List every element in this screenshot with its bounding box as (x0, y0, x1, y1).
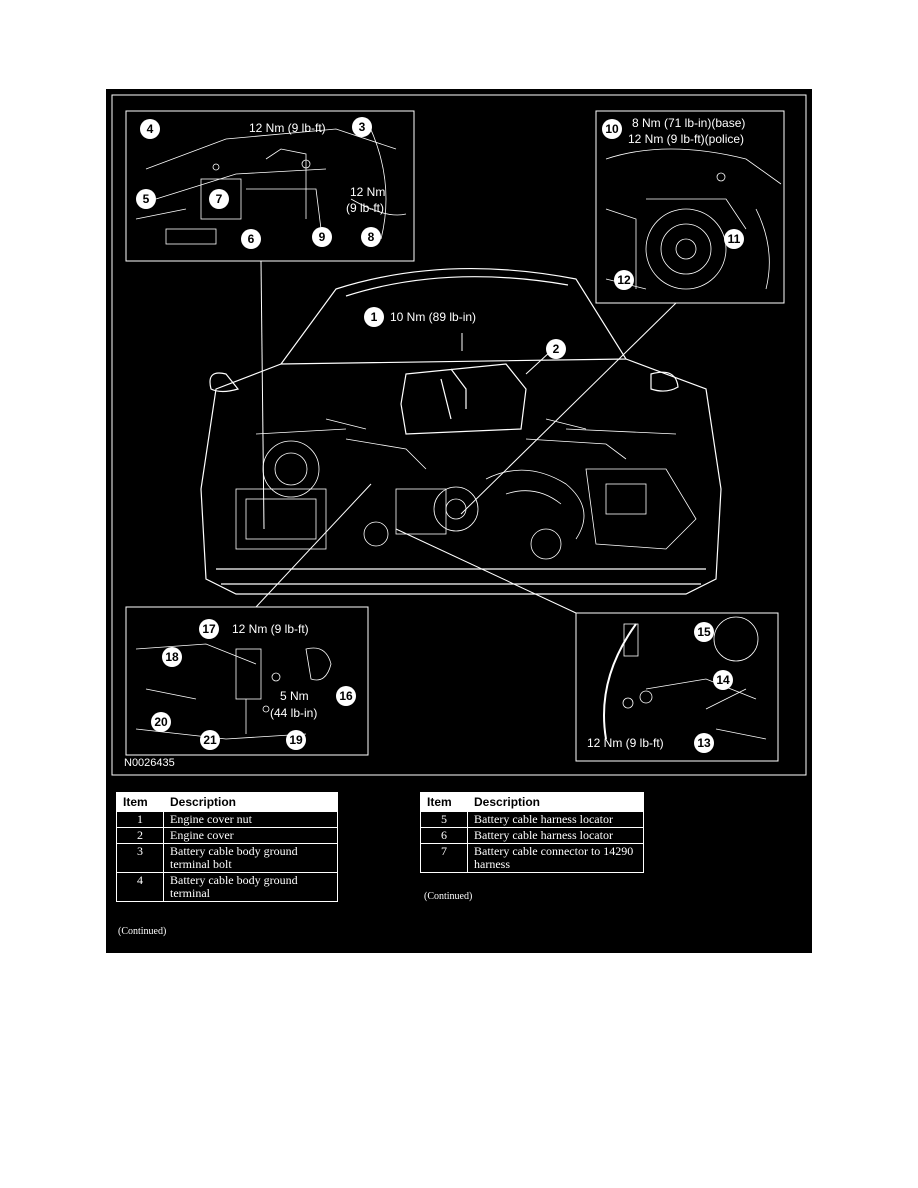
torque-item-10-base: 8 Nm (71 lb-in)(base) (632, 116, 745, 130)
callout-7: 7 (209, 189, 229, 209)
svg-text:14: 14 (716, 673, 730, 687)
vehicle-front-view (200, 268, 722, 595)
svg-text:8: 8 (368, 230, 375, 244)
table-header-item: Item (116, 792, 164, 812)
svg-text:16: 16 (339, 689, 353, 703)
callout-1: 1 (364, 307, 384, 327)
svg-text:6: 6 (248, 232, 255, 246)
torque-item-1: 10 Nm (89 lb-in) (390, 310, 476, 324)
callout-10: 10 (602, 119, 622, 139)
svg-text:7: 7 (216, 192, 223, 206)
svg-text:11: 11 (728, 232, 741, 246)
torque-item-13: 12 Nm (9 lb-ft) (587, 736, 664, 750)
svg-text:1: 1 (371, 310, 378, 324)
leader-lines (255, 260, 677, 614)
svg-text:19: 19 (289, 733, 303, 747)
svg-text:2: 2 (553, 342, 560, 356)
torque-item-16-line1: 5 Nm (280, 689, 309, 703)
svg-text:20: 20 (154, 715, 168, 729)
callout-11: 11 (724, 229, 744, 249)
torque-item-17: 12 Nm (9 lb-ft) (232, 622, 309, 636)
torque-item-10-police: 12 Nm (9 lb-ft)(police) (628, 132, 744, 146)
torque-item-8-line1: 12 Nm (350, 185, 385, 199)
continued-note-left: (Continued) (118, 926, 167, 937)
callout-3: 3 (352, 117, 372, 137)
svg-text:5: 5 (143, 192, 150, 206)
svg-text:3: 3 (359, 120, 366, 134)
table-header-description: Description (467, 792, 644, 812)
callout-20: 20 (151, 712, 171, 732)
callout-8: 8 (361, 227, 381, 247)
callout-19: 19 (286, 730, 306, 750)
svg-text:18: 18 (165, 650, 179, 664)
svg-text:17: 17 (202, 622, 216, 636)
svg-text:15: 15 (697, 625, 711, 639)
inset-bottom-right (575, 612, 779, 762)
callout-2: 2 (546, 339, 566, 359)
svg-text:21: 21 (203, 733, 217, 747)
callout-15: 15 (694, 622, 714, 642)
diagram-border (111, 94, 807, 776)
torque-labels: 12 Nm (9 lb-ft) 12 Nm (9 lb-ft) 8 Nm (71… (232, 116, 745, 750)
callout-16: 16 (336, 686, 356, 706)
table-header-description: Description (163, 792, 338, 812)
diagram-frame: 4 5 7 6 9 8 3 10 11 12 1 2 17 18 16 20 2… (106, 89, 812, 953)
callout-18: 18 (162, 647, 182, 667)
callout-12: 12 (614, 270, 634, 290)
callout-13: 13 (694, 733, 714, 753)
callout-17: 17 (199, 619, 219, 639)
callout-14: 14 (713, 670, 733, 690)
callouts: 4 5 7 6 9 8 3 10 11 12 1 2 17 18 16 20 2… (136, 117, 744, 753)
engine-diagram: 4 5 7 6 9 8 3 10 11 12 1 2 17 18 16 20 2… (111, 94, 807, 776)
callout-6: 6 (241, 229, 261, 249)
svg-text:12: 12 (617, 273, 631, 287)
torque-item-3: 12 Nm (9 lb-ft) (249, 121, 326, 135)
svg-text:10: 10 (605, 122, 619, 136)
svg-text:4: 4 (147, 122, 154, 136)
torque-item-8-line2: (9 lb-ft) (346, 201, 384, 215)
figure-id: N0026435 (124, 757, 175, 769)
callout-9: 9 (312, 227, 332, 247)
svg-text:13: 13 (697, 736, 711, 750)
callout-5: 5 (136, 189, 156, 209)
torque-item-16-line2: (44 lb-in) (270, 706, 317, 720)
callout-21: 21 (200, 730, 220, 750)
callout-4: 4 (140, 119, 160, 139)
inset-bottom-left (125, 606, 369, 756)
table-header-item: Item (420, 792, 468, 812)
svg-text:9: 9 (319, 230, 326, 244)
continued-note-right: (Continued) (424, 891, 473, 902)
